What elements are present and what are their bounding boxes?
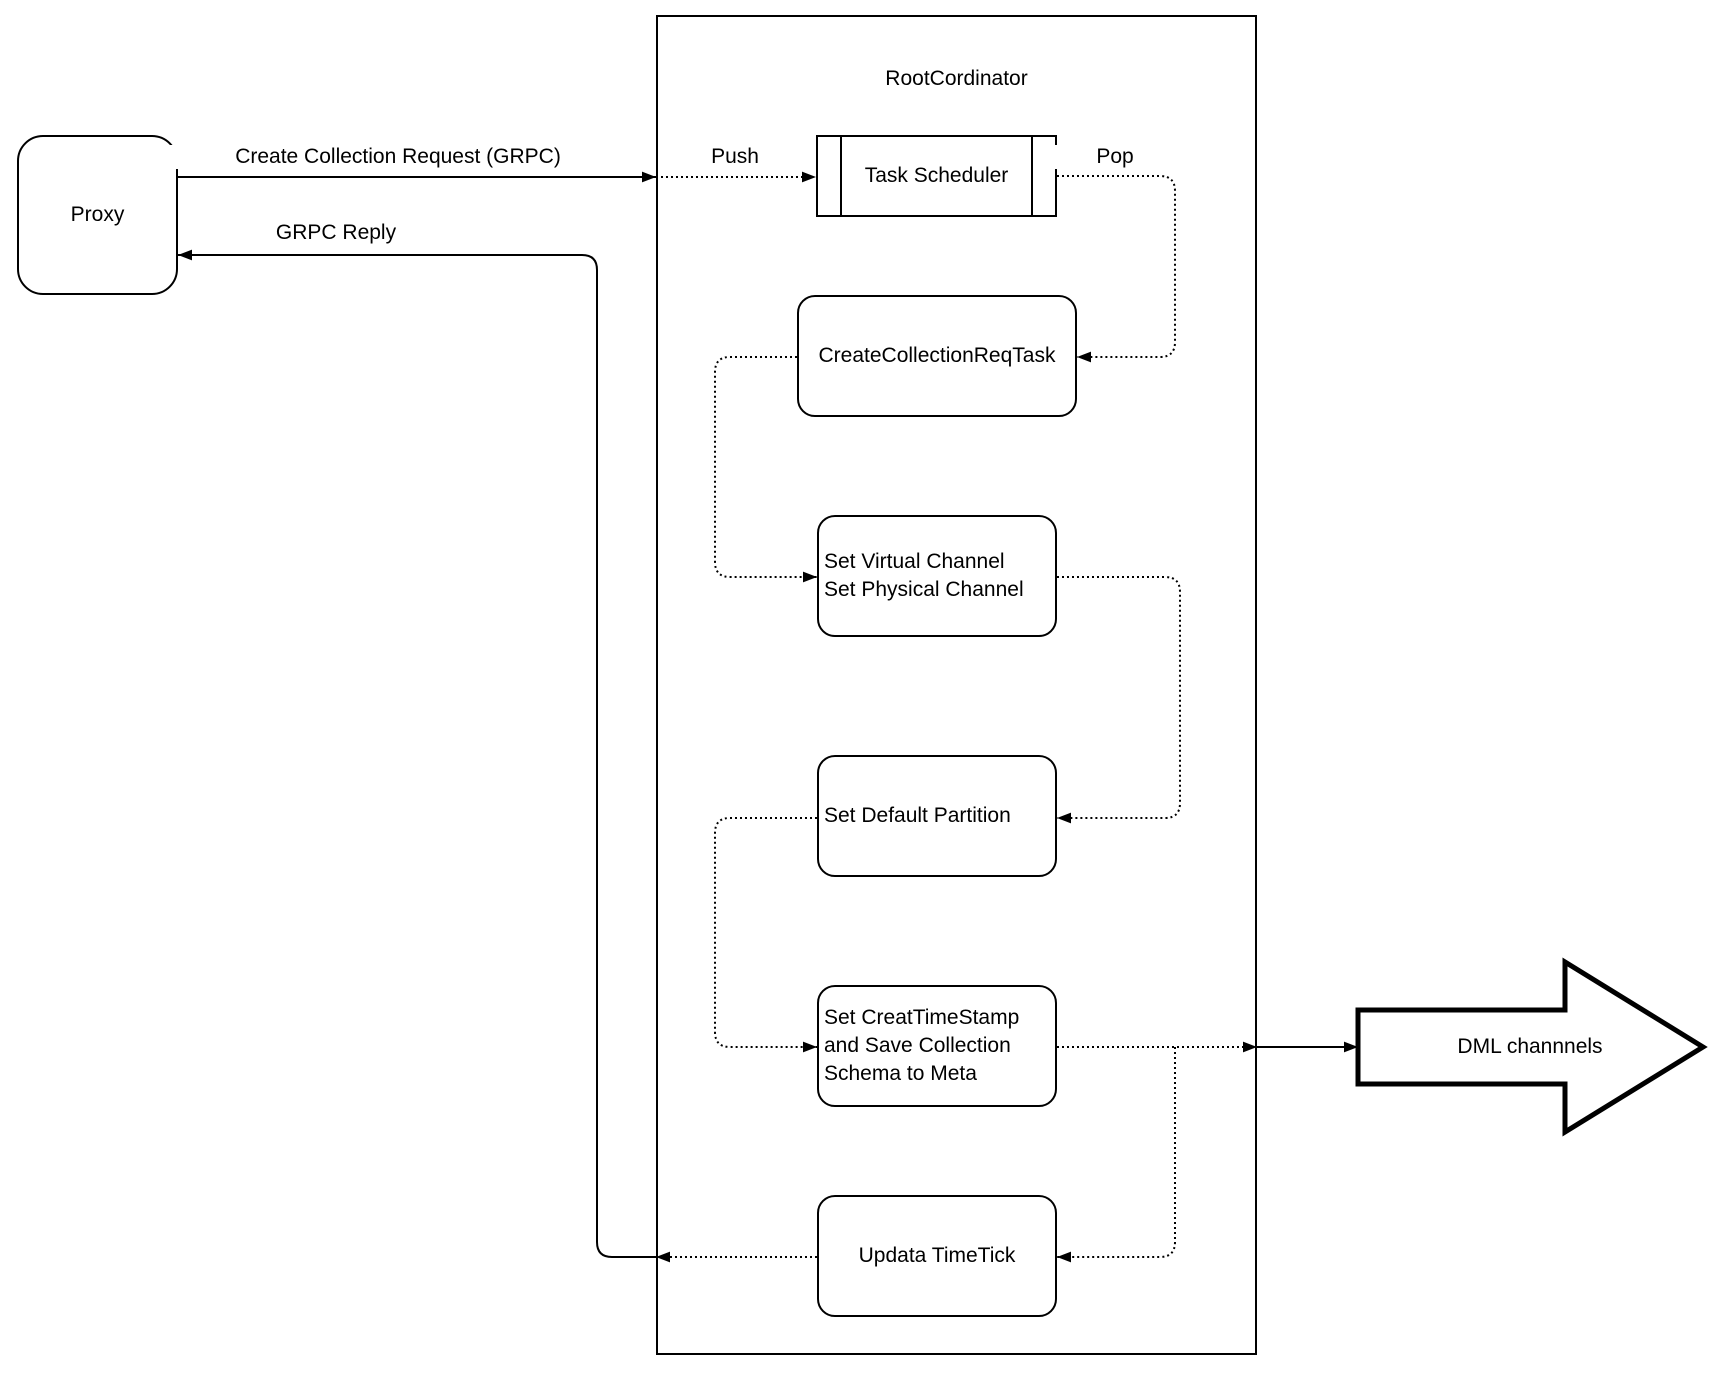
- push-label: Push: [660, 145, 810, 169]
- set-channels-node: Set Virtual Channel Set Physical Channel: [817, 515, 1057, 637]
- updata-timetick-node: Updata TimeTick: [817, 1195, 1057, 1317]
- partition-to-timestamp-connector: [714, 817, 817, 1053]
- setchannels-to-partition-connector: [1057, 576, 1181, 824]
- scheduler-side-bar-right: [1031, 136, 1033, 216]
- set-default-partition-node: Set Default Partition: [817, 755, 1057, 877]
- reqtask-to-setchannels-connector: [714, 356, 817, 583]
- grpc-reply-label: GRPC Reply: [186, 221, 486, 245]
- set-creattimestamp-label-line2: and Save Collection: [824, 1034, 1011, 1057]
- proxy-label: Proxy: [70, 203, 125, 226]
- rootcoordinator-container: RootCordinator: [656, 15, 1257, 1355]
- set-creattimestamp-node: Set CreatTimeStamp and Save Collection S…: [817, 985, 1057, 1107]
- set-creattimestamp-label-line1: Set CreatTimeStamp: [824, 1006, 1020, 1029]
- create-collection-request-label: Create Collection Request (GRPC): [148, 145, 648, 169]
- task-scheduler-label: Task Scheduler: [864, 164, 1009, 187]
- task-scheduler-node: Task Scheduler: [816, 135, 1057, 217]
- dml-channels-label: DML channnels: [1457, 1035, 1603, 1058]
- create-collection-req-task-node: CreateCollectionReqTask: [797, 295, 1077, 417]
- grpc-reply-connector: [178, 249, 656, 1258]
- set-creattimestamp-label-line3: Schema to Meta: [824, 1062, 977, 1085]
- pop-connector: [1057, 175, 1176, 363]
- set-default-partition-label: Set Default Partition: [824, 804, 1011, 827]
- pop-label: Pop: [1040, 145, 1190, 169]
- scheduler-side-bar-left: [840, 136, 842, 216]
- set-physical-channel-label: Set Physical Channel: [824, 578, 1024, 601]
- timestamp-to-timetick-connector: [1057, 1047, 1176, 1263]
- set-virtual-channel-label: Set Virtual Channel: [824, 550, 1005, 573]
- updata-timetick-label: Updata TimeTick: [858, 1244, 1016, 1267]
- create-collection-req-task-label: CreateCollectionReqTask: [818, 344, 1056, 367]
- rootcoordinator-title: RootCordinator: [885, 67, 1028, 90]
- dml-channels-arrow-shape: [1355, 957, 1708, 1137]
